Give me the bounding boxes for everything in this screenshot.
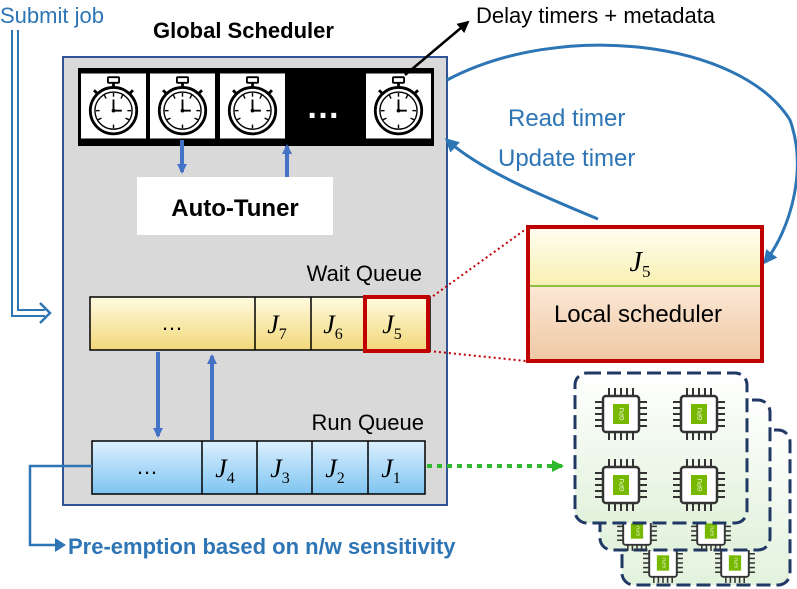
run-job-j3: J3 bbox=[270, 454, 290, 487]
local-scheduler-label: Local scheduler bbox=[554, 301, 722, 328]
run-queue: … J4 J3 J2 J1 bbox=[91, 440, 426, 495]
run-job-j4: J4 bbox=[215, 454, 235, 487]
global-scheduler-title: Global Scheduler bbox=[153, 18, 334, 43]
run-job-j2: J2 bbox=[325, 454, 345, 487]
update-timer-curve bbox=[444, 137, 599, 221]
preemption-arrow bbox=[28, 464, 92, 552]
local-scheduler-box: J5 Local scheduler bbox=[526, 225, 764, 363]
run-queue-ellipsis: … bbox=[136, 454, 158, 479]
auto-tuner-box bbox=[137, 177, 333, 235]
stopwatch-icon bbox=[366, 72, 431, 140]
delay-timers-arrow bbox=[404, 20, 470, 76]
wait-queue-ellipsis: … bbox=[161, 310, 183, 335]
update-timer-label: Update timer bbox=[498, 145, 635, 172]
gpu-board-front bbox=[573, 371, 749, 525]
stopwatch-icon bbox=[220, 72, 285, 140]
j5-highlight bbox=[363, 295, 430, 353]
preemption-label: Pre-emption based on n/w sensitivity bbox=[68, 534, 456, 559]
timer-cells: … bbox=[81, 72, 431, 140]
submit-job-label: Submit job bbox=[0, 3, 104, 28]
wait-queue: … J7 J6 J5 bbox=[89, 295, 431, 353]
wait-queue-label: Wait Queue bbox=[307, 261, 422, 286]
gpu-cluster bbox=[573, 371, 792, 587]
stopwatch-icon bbox=[150, 72, 215, 140]
run-queue-label: Run Queue bbox=[311, 410, 424, 435]
run-job-j1: J1 bbox=[381, 454, 401, 487]
read-timer-curve bbox=[446, 43, 797, 265]
wait-job-j6: J6 bbox=[323, 310, 343, 343]
submit-job-arrow bbox=[11, 30, 52, 324]
zoom-line-bottom bbox=[428, 350, 527, 362]
read-timer-label: Read timer bbox=[508, 105, 625, 132]
delay-timers-label: Delay timers + metadata bbox=[476, 3, 716, 28]
local-job-j5: J5 bbox=[630, 247, 651, 281]
timer-ellipsis: … bbox=[306, 88, 340, 126]
stopwatch-icon bbox=[81, 72, 146, 140]
auto-tuner-label: Auto-Tuner bbox=[171, 195, 299, 222]
wait-job-j7: J7 bbox=[267, 310, 287, 343]
wait-job-j5: J5 bbox=[382, 310, 402, 343]
